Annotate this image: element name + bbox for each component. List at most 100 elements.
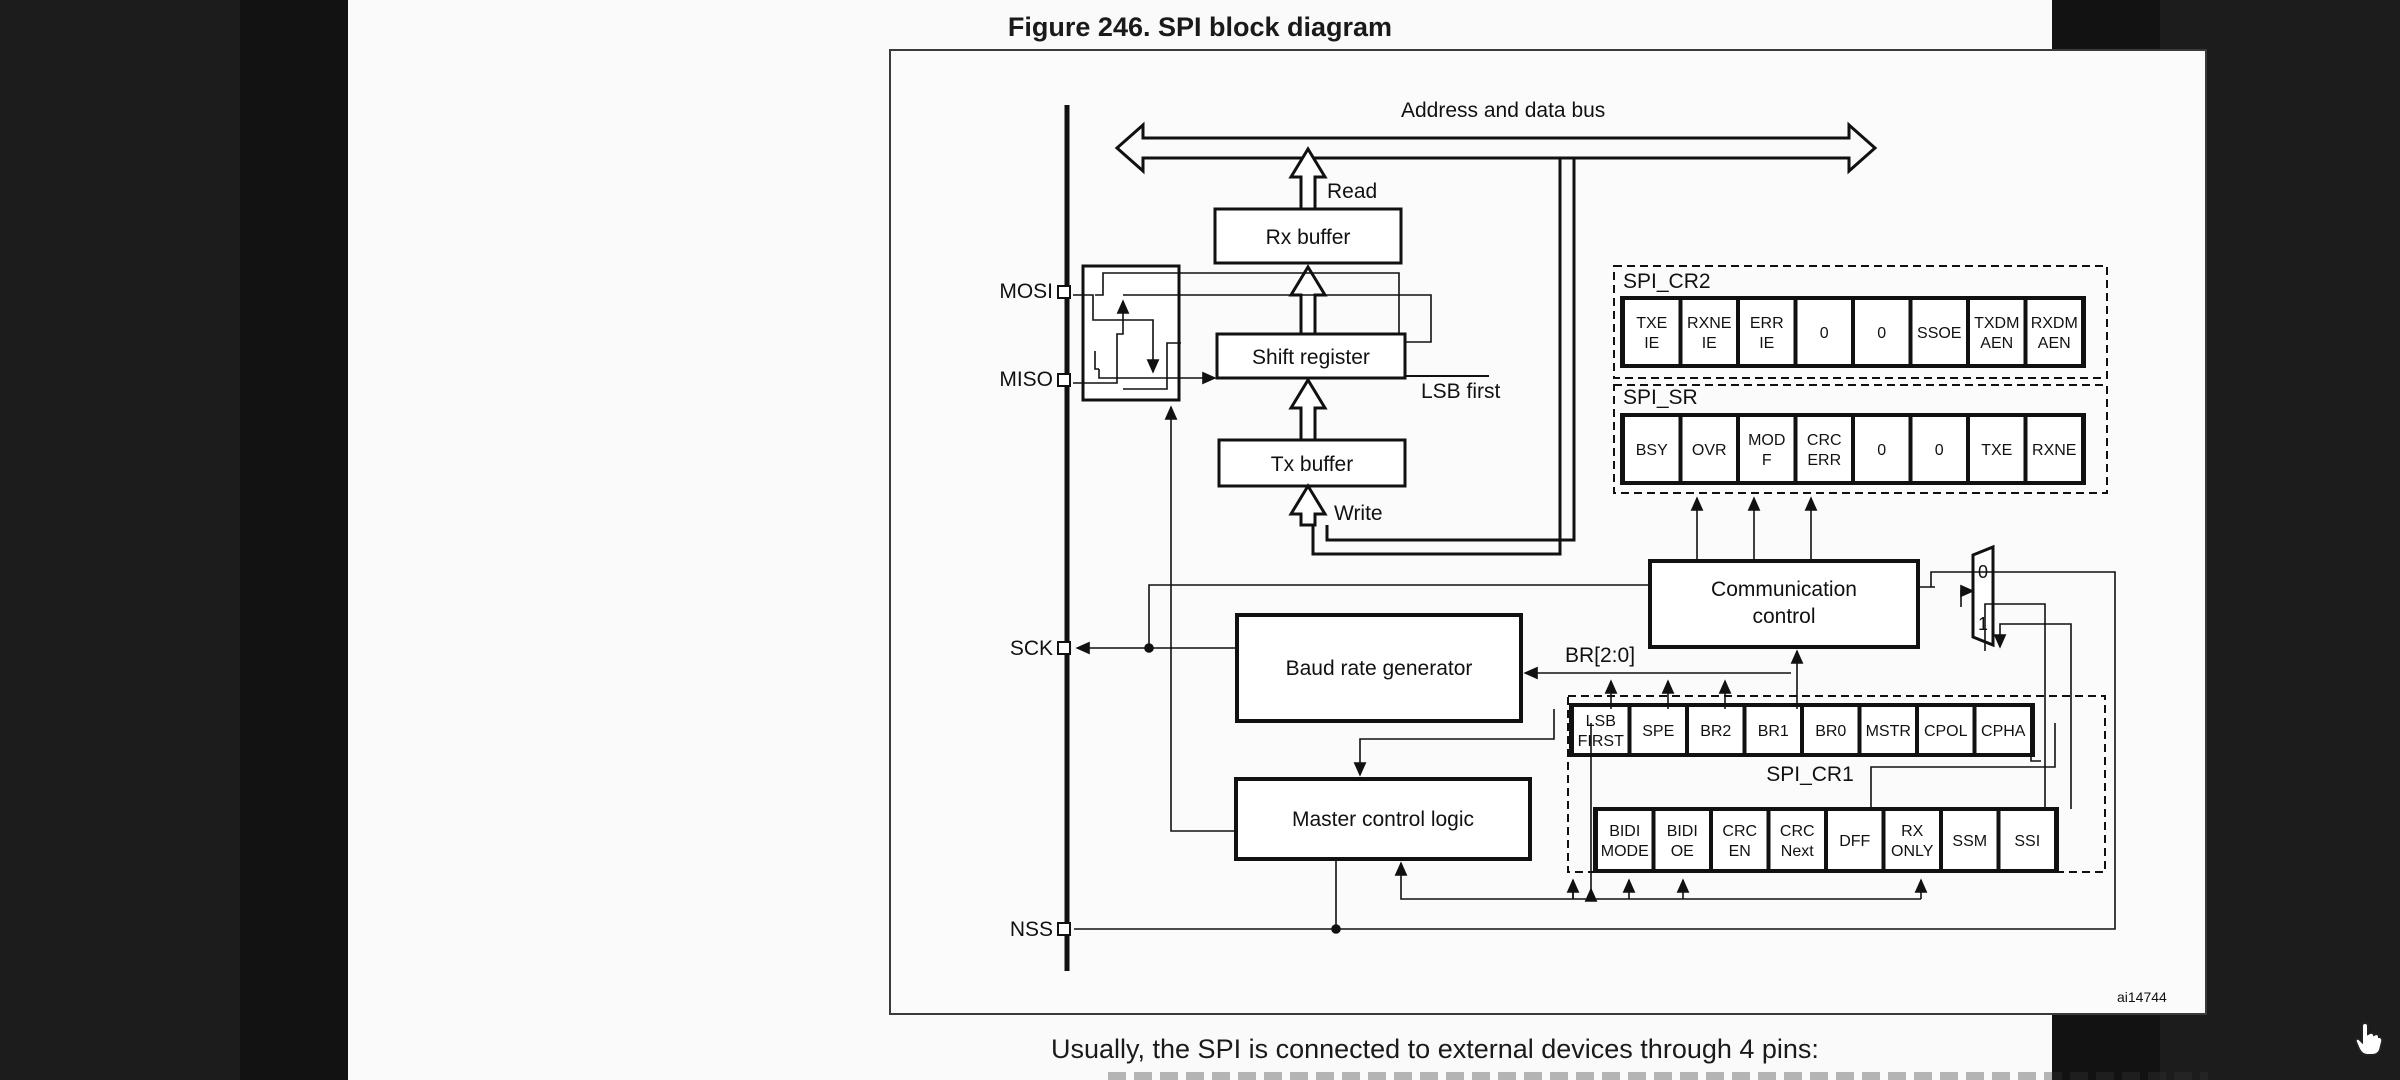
spi-cr1-upper-field-4 — [1804, 707, 1858, 753]
hand-cursor-icon — [2354, 1022, 2384, 1056]
document-page[interactable]: Figure 246. SPI block diagram Address an… — [348, 0, 2384, 1080]
address-data-bus — [1114, 121, 1878, 175]
mux: 0 1 — [1971, 544, 1995, 648]
write-label: Write — [1334, 502, 1383, 525]
spi-cr2-field-6-label: AEN — [1980, 335, 2013, 352]
spi-cr1-name: SPI_CR1 — [1766, 763, 1854, 786]
spi-sr-field-5-label: 0 — [1935, 442, 1944, 459]
shift-register-label: Shift register — [1252, 346, 1370, 369]
spi-sr-field-4 — [1855, 417, 1909, 481]
spi-cr1-lower-field-1-label: BIDI — [1667, 823, 1698, 840]
spi-cr2-field-3-label: 0 — [1820, 325, 1829, 342]
left-letterbox — [0, 0, 240, 1080]
spi-cr2-field-1-label: IE — [1702, 335, 1717, 352]
spi-cr1-lower-field-5-label: RX — [1901, 823, 1924, 840]
spi-sr-group — [1613, 384, 2108, 494]
baud-rate-generator-box — [1235, 613, 1523, 723]
spi-cr1-lower-field-3 — [1770, 811, 1824, 869]
baud-rate-generator-label: Baud rate generator — [1286, 657, 1473, 680]
spi-cr2-field-0 — [1625, 300, 1679, 364]
spi-sr-field-1 — [1682, 417, 1736, 481]
io-switch-box — [1081, 264, 1181, 402]
spi-cr1-upper-field-5 — [1861, 707, 1915, 753]
spi-cr1-lower-field-6-label: SSM — [1952, 833, 1987, 850]
spi-cr2-field-2 — [1740, 300, 1794, 364]
spi-cr1-upper-field-2 — [1689, 707, 1743, 753]
spi-sr-field-3-label: ERR — [1807, 452, 1841, 469]
figure-id: ai14744 — [2117, 989, 2167, 1005]
left-margin — [240, 0, 348, 1080]
spi-cr1-upper-field-5-label: MSTR — [1866, 723, 1911, 740]
data-flow-arrows — [1288, 146, 1328, 527]
spi-sr-field-3-label: CRC — [1807, 432, 1842, 449]
spi-sr-field-3 — [1797, 417, 1851, 481]
svg-text:MOSI: MOSI — [999, 280, 1053, 303]
tx-buffer-label: Tx buffer — [1271, 453, 1353, 476]
spi-cr1-upper-field-0 — [1574, 707, 1628, 753]
spi-cr1-lower-field-2-label: EN — [1729, 843, 1751, 860]
cut-off-text-line — [1108, 1072, 2208, 1080]
svg-text:SCK: SCK — [1010, 637, 1053, 660]
spi-cr2-field-7-label: RXDM — [2031, 315, 2078, 332]
spi-cr2-field-0-label: TXE — [1636, 315, 1667, 332]
spi-cr1-lower-field-0-label: BIDI — [1609, 823, 1640, 840]
spi-sr-name: SPI_SR — [1623, 386, 1698, 409]
io-switch-lines — [1073, 272, 1432, 390]
spi-cr1-lower-field-4 — [1828, 811, 1882, 869]
pin-sck: SCK — [1010, 637, 1071, 660]
spi-cr2-field-1 — [1682, 300, 1736, 364]
spi-cr2-field-2-label: ERR — [1750, 315, 1784, 332]
master-control-logic-box — [1234, 777, 1532, 861]
spi-cr1-upper-field-6-label: CPOL — [1924, 723, 1968, 740]
spi-cr1-lower-field-0-label: MODE — [1601, 843, 1649, 860]
spi-cr2-field-7-label: AEN — [2038, 335, 2071, 352]
spi-cr1-upper-field-7-label: CPHA — [1981, 723, 2026, 740]
spi-cr1-upper-field-0-label: FIRST — [1578, 733, 1624, 750]
spi-cr1-lower-field-1-label: OE — [1671, 843, 1694, 860]
spi-cr1-upper-field-3 — [1746, 707, 1800, 753]
spi-cr1-upper-field-6 — [1919, 707, 1973, 753]
spi-cr2-field-5 — [1912, 300, 1966, 364]
master-control-logic-label: Master control logic — [1292, 808, 1474, 831]
spi-sr-field-5 — [1912, 417, 1966, 481]
spi-cr1-lower-field-6 — [1943, 811, 1997, 869]
spi-cr2-field-6 — [1970, 300, 2024, 364]
communication-control-line2: control — [1752, 605, 1815, 628]
spi-cr1-lower-field-2 — [1713, 811, 1767, 869]
spi-sr-field-1-label: OVR — [1692, 442, 1727, 459]
communication-control-line1: Communication — [1711, 578, 1857, 601]
spi-sr-field-0 — [1625, 417, 1679, 481]
connection-lines — [1074, 405, 2116, 934]
spi-cr2-field-6-label: TXDM — [1974, 315, 2019, 332]
spi-cr1-lower-field-3-label: Next — [1781, 843, 1814, 860]
svg-text:NSS: NSS — [1010, 918, 1053, 941]
figure-title: Figure 246. SPI block diagram — [1007, 12, 1393, 42]
bus-label: Address and data bus — [1401, 99, 1605, 122]
spi-cr1-lower-field-5 — [1885, 811, 1939, 869]
pin-mosi: MOSI — [999, 280, 1071, 303]
bus-loop — [1311, 158, 1576, 556]
spi-cr1-upper-field-3-label: BR1 — [1758, 723, 1789, 740]
spi-sr-field-7 — [2027, 417, 2081, 481]
spi-cr1-lower-field-1 — [1655, 811, 1709, 869]
spi-cr1-upper-field-1 — [1631, 707, 1685, 753]
spi-cr1-upper-field-1-label: SPE — [1642, 723, 1674, 740]
spi-cr2-field-0-label: IE — [1644, 335, 1659, 352]
spi-cr1-lower-field-7-label: SSI — [2014, 833, 2040, 850]
rx-buffer-label: Rx buffer — [1266, 226, 1351, 249]
spi-cr2-field-3 — [1797, 300, 1851, 364]
spi-cr1-lower-field-5-label: ONLY — [1891, 843, 1934, 860]
spi-cr1-lower-field-2-label: CRC — [1722, 823, 1757, 840]
spi-cr2-field-2-label: IE — [1759, 335, 1774, 352]
spi-cr2-name: SPI_CR2 — [1623, 270, 1711, 293]
read-label: Read — [1327, 180, 1377, 203]
diagram-frame: Address and data bus Rx buffer Shift reg… — [889, 49, 2207, 1015]
br-label: BR[2:0] — [1565, 644, 1635, 667]
spi-sr-field-0-label: BSY — [1636, 442, 1668, 459]
shift-register-box — [1215, 332, 1407, 380]
spi-sr-field-7-label: RXNE — [2032, 442, 2076, 459]
spi-cr2-group — [1613, 265, 2108, 379]
